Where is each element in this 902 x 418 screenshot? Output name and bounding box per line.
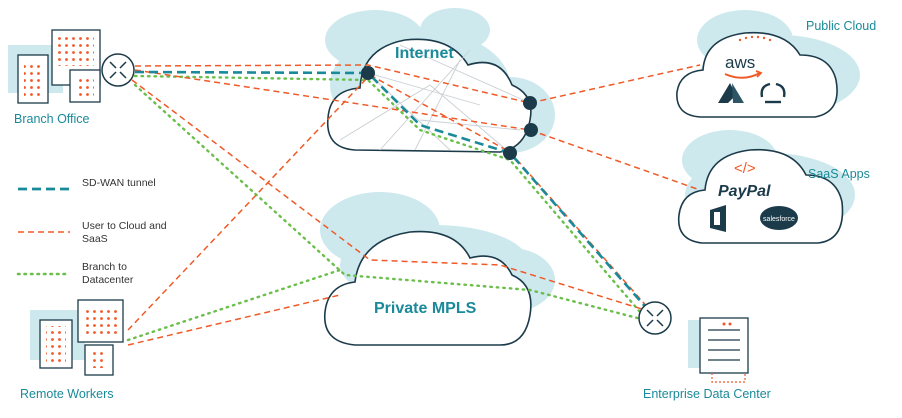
public-cloud-label: Public Cloud <box>806 19 876 33</box>
datacenter-icon <box>688 317 749 383</box>
remote-workers-icon <box>30 299 124 376</box>
code-icon: </> <box>734 160 756 177</box>
branch-office-label: Branch Office <box>14 112 90 126</box>
internet-mesh <box>339 44 531 154</box>
legend: SD-WAN tunnel User to Cloud and SaaS Bra… <box>16 177 167 286</box>
enterprise-dc-label: Enterprise Data Center <box>643 387 771 401</box>
azure-icon <box>718 83 744 103</box>
saas-apps-label: SaaS Apps <box>808 167 870 181</box>
office-icon <box>710 205 726 232</box>
junction-nodes <box>361 66 538 160</box>
recycle-cloud-icon <box>760 82 786 104</box>
internet-title: Internet <box>395 45 454 62</box>
salesforce-logo: salesforce <box>760 206 798 230</box>
remote-workers-label: Remote Workers <box>20 387 114 401</box>
enterprise-dc-router-icon <box>638 301 672 335</box>
mpls-title: Private MPLS <box>374 300 477 317</box>
salesforce-logo-text: salesforce <box>763 216 795 223</box>
legend-user-cloud-label-1: User to Cloud and <box>82 220 167 232</box>
branch-router-icon <box>101 53 135 87</box>
branch-office-icon <box>8 29 101 104</box>
sdwan-paths <box>134 70 651 313</box>
legend-user-cloud-label-2: SaaS <box>82 233 108 245</box>
branch-to-dc-paths <box>126 74 647 342</box>
legend-sdwan-label: SD-WAN tunnel <box>82 177 156 189</box>
aws-logo: aws <box>724 53 763 79</box>
aws-logo-text: aws <box>725 53 755 72</box>
paypal-logo: PayPal <box>718 183 771 200</box>
legend-branch-dc-label-2: Datacenter <box>82 274 134 286</box>
legend-branch-dc-label-1: Branch to <box>82 261 127 273</box>
public-cloud-dots <box>738 35 772 42</box>
